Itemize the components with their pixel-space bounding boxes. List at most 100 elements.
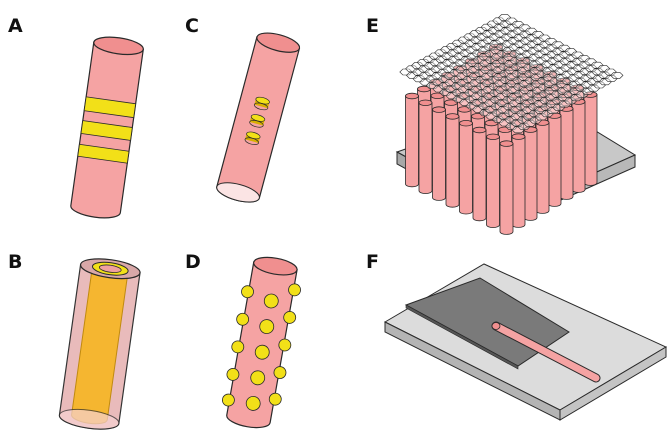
honeycomb-cell <box>474 27 489 34</box>
gold-particle <box>278 338 292 352</box>
honeycomb-cell <box>490 53 504 61</box>
honeycomb-cell <box>592 81 607 89</box>
honeycomb-cell <box>539 54 554 62</box>
honeycomb-cell <box>438 89 453 96</box>
honeycomb-cell <box>563 48 578 55</box>
honeycomb-cell <box>443 79 458 86</box>
honeycomb-cell <box>431 79 445 86</box>
honeycomb-cell <box>493 80 507 87</box>
honeycomb-cell <box>411 68 426 76</box>
honeycomb-cell <box>537 84 551 91</box>
honeycomb-cell <box>558 58 573 65</box>
honeycomb-cell <box>513 40 527 48</box>
honeycomb-cell <box>545 51 560 58</box>
honeycomb-cell <box>544 44 559 52</box>
honeycomb-cell <box>478 109 492 117</box>
honeycomb-cell <box>574 84 588 92</box>
honeycomb-cell <box>553 61 567 68</box>
honeycomb-cell <box>511 27 526 35</box>
honeycomb-cell <box>540 61 555 68</box>
honeycomb-cell <box>489 96 503 104</box>
honeycomb-cell <box>477 53 492 61</box>
gold-particle <box>245 396 261 411</box>
gold-particle <box>254 344 270 360</box>
honeycomb-membrane <box>399 14 624 134</box>
nanorod <box>511 133 526 228</box>
gold-particle <box>268 392 282 406</box>
honeycomb-cell <box>477 102 492 110</box>
gold-disc <box>249 114 266 128</box>
honeycomb-cell <box>465 53 479 60</box>
panel-a-rod-with-bands <box>70 36 144 219</box>
honeycomb-cell <box>530 31 545 38</box>
honeycomb-cell <box>458 49 473 57</box>
honeycomb-cell <box>446 49 460 57</box>
honeycomb-cell <box>554 74 569 82</box>
honeycomb-cell <box>575 91 589 98</box>
honeycomb-cell <box>506 30 520 38</box>
honeycomb-cell <box>418 72 432 79</box>
honeycomb-cell <box>534 57 548 65</box>
honeycomb-cell <box>484 56 498 64</box>
honeycomb-cell <box>448 69 463 77</box>
honeycomb-cell <box>472 63 487 70</box>
panel-e-nanorod-array <box>395 14 637 235</box>
honeycomb-cell <box>523 70 537 78</box>
honeycomb-cell <box>502 103 516 110</box>
honeycomb-cell <box>567 81 582 88</box>
honeycomb-cell <box>459 56 474 64</box>
honeycomb-cell <box>540 110 554 118</box>
honeycomb-cell <box>480 73 494 80</box>
honeycomb-cell <box>511 21 525 28</box>
device-substrate-front-right <box>559 346 667 421</box>
honeycomb-cell <box>405 65 419 73</box>
honeycomb-cell <box>488 40 503 48</box>
panel-b-core-shell-tube <box>58 258 141 430</box>
honeycomb-cell <box>579 74 593 82</box>
honeycomb-cell <box>514 96 528 104</box>
honeycomb-cell <box>570 51 584 59</box>
honeycomb-cell <box>515 110 530 117</box>
honeycomb-cell <box>557 94 571 101</box>
honeycomb-cell <box>462 82 477 90</box>
honeycomb-cell <box>604 75 618 82</box>
honeycomb-cell <box>591 68 605 76</box>
honeycomb-cell <box>505 24 519 31</box>
honeycomb-cell <box>534 113 549 121</box>
honeycomb-cell <box>525 41 540 48</box>
honeycomb-cell <box>520 44 534 51</box>
honeycomb-cell <box>518 31 532 38</box>
honeycomb-cell <box>569 94 583 102</box>
honeycomb-cell <box>504 17 518 25</box>
honeycomb-cell <box>527 54 541 61</box>
honeycomb-cell <box>445 43 460 50</box>
honeycomb-cell <box>536 77 550 85</box>
honeycomb-cell <box>498 70 512 77</box>
honeycomb-cell <box>526 97 540 104</box>
honeycomb-cell <box>466 59 480 67</box>
honeycomb-cell <box>571 58 585 65</box>
honeycomb-cell <box>526 47 541 55</box>
nanorod <box>472 126 487 222</box>
rod-array <box>405 43 598 235</box>
honeycomb-cell <box>453 59 468 67</box>
honeycomb-cell <box>519 37 533 45</box>
honeycomb-cell <box>439 46 454 53</box>
honeycomb-cell <box>458 43 472 50</box>
honeycomb-cell <box>563 97 578 105</box>
honeycomb-cell <box>485 63 499 71</box>
honeycomb-cell <box>452 46 466 54</box>
honeycomb-cell <box>517 123 531 130</box>
honeycomb-cell <box>508 50 522 58</box>
honeycomb-cell <box>494 86 508 94</box>
honeycomb-cell <box>503 109 517 117</box>
honeycomb-cell <box>556 87 570 95</box>
honeycomb-cell <box>583 58 598 66</box>
honeycomb-cell <box>551 97 565 105</box>
gold-particle <box>241 285 254 299</box>
honeycomb-cell <box>476 89 490 97</box>
honeycomb-cell <box>514 103 529 111</box>
honeycomb-cell <box>412 75 426 83</box>
honeycomb-cell <box>476 40 490 47</box>
honeycomb-cell <box>590 61 604 69</box>
